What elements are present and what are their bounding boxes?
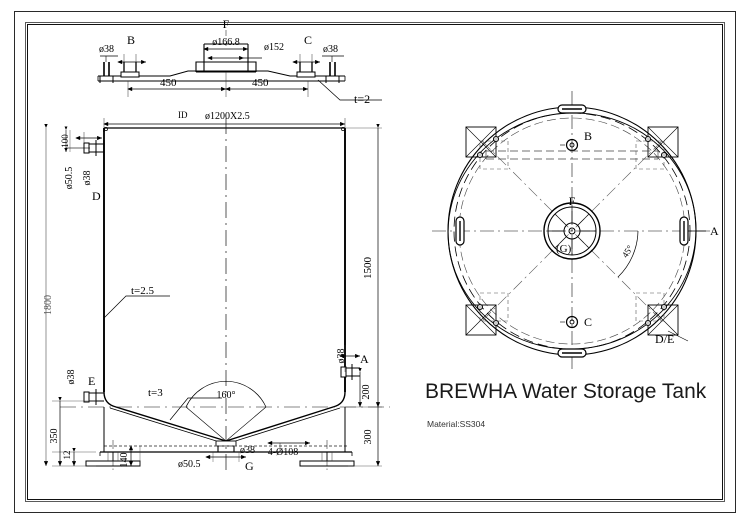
- front-dim-drain-flange: ø50.5: [178, 459, 201, 470]
- sheet-border-inner: [27, 24, 723, 500]
- front-dim-shell-thickness: t=2.5: [131, 285, 155, 297]
- front-label-a: A: [360, 352, 369, 366]
- plan-label-g: (G): [556, 243, 572, 255]
- front-dim-flange-d-outer: ø50.5: [64, 167, 75, 190]
- front-dim-cone-thickness: t=3: [148, 387, 163, 399]
- sheet-border-outer: [14, 11, 736, 513]
- lid-dim-nozzle-b-dia: ø38: [99, 44, 114, 55]
- plan-label-f: F: [569, 194, 576, 208]
- front-dim-nozzle-a-dia: ø38: [336, 349, 347, 364]
- lid-label-c: C: [304, 33, 312, 47]
- page-title: BREWHA Water Storage Tank: [425, 380, 707, 403]
- sheet-border-mid: [25, 22, 725, 502]
- front-dim-top-offset: 100: [60, 134, 70, 148]
- front-dim-e-height: 350: [49, 429, 60, 444]
- front-dim-nozzle-e-dia: ø38: [66, 370, 77, 385]
- lid-dim-right-span: 450: [252, 77, 269, 89]
- shell-diameter-dimension: [103, 118, 346, 128]
- plan-label-c: C: [584, 315, 592, 329]
- top-plan-view: [432, 91, 712, 371]
- front-dim-drain-nozzle: ø38: [240, 445, 255, 456]
- lid-label-f: F: [223, 17, 230, 31]
- lid-dim-thickness: t=2: [354, 92, 370, 106]
- lid-dim-nozzle-c-dia: ø38: [323, 44, 338, 55]
- material-label: Material:SS304: [427, 419, 486, 429]
- front-dim-id-label: ID: [178, 110, 188, 120]
- front-dim-cone-angle: 160°: [217, 390, 236, 401]
- front-dim-total-height: 1800: [43, 295, 54, 315]
- front-label-g: G: [245, 459, 254, 473]
- plan-label-b: B: [584, 129, 592, 143]
- lid-dim-manway-inner: ø152: [264, 42, 284, 53]
- lid-section-view: [97, 30, 382, 101]
- front-dim-base-holes: 4-Ø108: [268, 447, 299, 458]
- front-label-d: D: [92, 189, 101, 203]
- front-dim-nozzle-d-dia: ø38: [82, 171, 93, 186]
- lid-dim-manway-outer: ø166.8: [212, 37, 240, 48]
- front-dim-base-width: 140: [119, 453, 130, 468]
- front-dim-shell-height: 1500: [362, 257, 374, 280]
- front-dim-nozzle-a-height: 200: [361, 385, 372, 400]
- front-label-e: E: [88, 374, 95, 388]
- front-dim-base-thk: 12: [62, 451, 72, 460]
- plan-label-a: A: [710, 224, 719, 238]
- lid-dim-left-span: 450: [160, 77, 177, 89]
- front-dim-leg-height: 300: [363, 430, 374, 445]
- front-section-view: [43, 118, 390, 472]
- plan-label-de: D/E: [655, 332, 674, 346]
- lid-label-b: B: [127, 33, 135, 47]
- plan-dim-leg-angle: 45°: [620, 243, 635, 259]
- front-dim-shell-dia: ø1200X2.5: [205, 111, 250, 122]
